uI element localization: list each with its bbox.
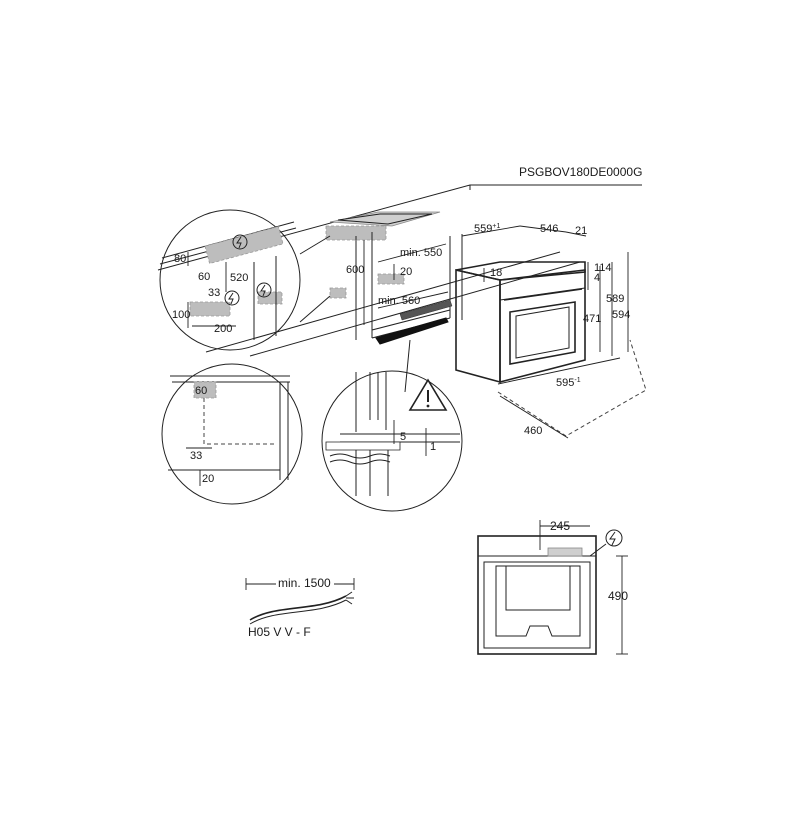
dim-oven-depth: 546 — [540, 223, 558, 235]
dim-corner-left: 33 — [190, 450, 202, 462]
dim-height-inner: 589 — [606, 293, 624, 305]
dim-edge-gap-top: 5 — [400, 431, 406, 443]
dim-socket-bottom: 100 — [172, 309, 190, 321]
dim-socket-left-offset: 33 — [208, 287, 220, 299]
dim-cabinet-gap: 20 — [400, 266, 412, 278]
cabinet-socket-zone-top — [325, 225, 387, 241]
cabinet-socket-zone-right — [377, 273, 405, 285]
dim-socket-side: 60 — [198, 271, 210, 283]
dim-cabinet-height: 600 — [346, 264, 364, 276]
dim-open-depth: 460 — [524, 425, 542, 437]
electric-icon — [224, 290, 240, 306]
dim-back-height: 490 — [608, 589, 628, 603]
oven-drawing: 559+1 546 21 114 4 471 589 594 18 595-1 … — [455, 223, 647, 439]
dim-corner-top: 60 — [195, 385, 207, 397]
dim-socket-height: 520 — [230, 272, 248, 284]
dim-panel-height: 114 — [594, 262, 612, 274]
detail-circle-socket: 80 60 520 33 100 200 — [159, 209, 301, 351]
dim-panel-gap: 4 — [594, 272, 600, 284]
dim-cabinet-min-width: min. 560 — [378, 295, 420, 307]
dim-front-depth: 21 — [575, 225, 587, 237]
dim-cabinet-depth: 559+1 — [474, 223, 500, 235]
dim-socket-top: 80 — [174, 253, 186, 265]
electric-icon — [256, 282, 272, 298]
dim-corner-bottom: 20 — [202, 473, 214, 485]
warning-icon — [408, 378, 448, 411]
dim-oven-width: 595-1 — [556, 377, 581, 389]
corner-socket-zone — [193, 381, 217, 399]
back-view: 245 490 — [477, 519, 628, 655]
power-cable: min. 1500 H05 V V - F — [245, 576, 355, 639]
cable-type: H05 V V - F — [248, 625, 311, 639]
dim-cabinet-min-depth: min. 550 — [400, 247, 442, 259]
electric-icon — [605, 529, 623, 547]
dim-edge-gap-bottom: 1 — [430, 441, 436, 453]
dim-top-offset: 18 — [490, 267, 502, 279]
detail-circle-edge: 5 1 — [321, 370, 463, 512]
electric-icon — [232, 234, 248, 250]
hob-cutout — [329, 211, 441, 227]
cabinet-socket-zone-left — [329, 287, 347, 299]
detail-circle-corner: 60 33 20 — [161, 363, 303, 505]
socket-zone-top — [204, 225, 284, 265]
dim-back-width: 245 — [550, 519, 570, 533]
dim-socket-width: 200 — [214, 323, 232, 335]
model-code: PSGBOV180DE0000G — [519, 165, 642, 179]
back-socket-zone — [547, 547, 583, 557]
cabinet-perspective: 600 min. 550 20 min. 560 — [157, 184, 642, 393]
cable-length: min. 1500 — [278, 576, 331, 590]
socket-zone-low — [189, 301, 231, 317]
dim-cavity-height: 471 — [583, 313, 601, 325]
dim-height-total: 594 — [612, 309, 630, 321]
